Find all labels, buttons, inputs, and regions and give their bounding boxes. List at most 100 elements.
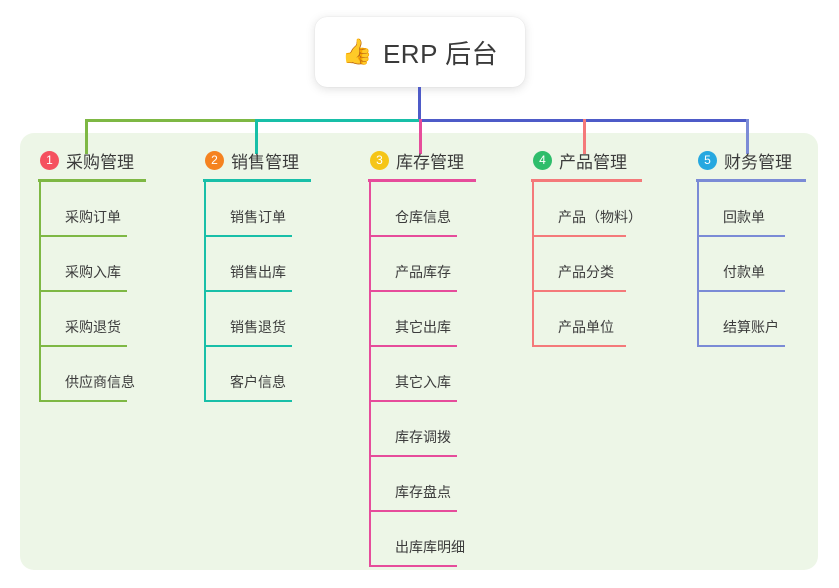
leaf-node[interactable]: 产品（物料） xyxy=(531,182,642,237)
leaf-node[interactable]: 采购入库 xyxy=(38,237,146,292)
column-title-1: 采购管理 xyxy=(66,152,134,172)
leaf-label: 付款单 xyxy=(723,264,765,280)
column-title-5: 财务管理 xyxy=(724,152,792,172)
leaf-label: 其它出库 xyxy=(395,319,451,335)
column-header-4[interactable]: 4 产品管理 xyxy=(531,148,642,172)
leaf-node[interactable]: 产品单位 xyxy=(531,292,642,347)
leaf-node[interactable]: 回款单 xyxy=(696,182,806,237)
column-spine-3 xyxy=(369,182,371,567)
leaf-rule xyxy=(369,565,457,567)
column-header-rule-4 xyxy=(531,179,642,182)
leaf-node[interactable]: 采购退货 xyxy=(38,292,146,347)
leaf-node[interactable]: 产品库存 xyxy=(368,237,476,292)
leaf-label: 产品库存 xyxy=(395,264,451,280)
leaf-node[interactable]: 销售退货 xyxy=(203,292,311,347)
column-body-4: 产品（物料） 产品分类产品单位 xyxy=(531,182,642,347)
column-body-2: 销售订单销售出库销售退货客户信息 xyxy=(203,182,311,402)
drop-connector-2 xyxy=(255,119,258,154)
leaf-rule xyxy=(369,345,457,347)
column-header-5[interactable]: 5 财务管理 xyxy=(696,148,806,172)
leaf-rule xyxy=(204,345,292,347)
column-spine-2 xyxy=(204,182,206,402)
thumbs-up-icon: 👍 xyxy=(341,37,373,66)
leaf-label: 其它入库 xyxy=(395,374,451,390)
leaf-rule xyxy=(204,290,292,292)
leaf-node[interactable]: 库存调拨 xyxy=(368,402,476,457)
root-stem-connector xyxy=(418,87,421,120)
leaf-rule xyxy=(369,455,457,457)
leaf-label: 结算账户 xyxy=(723,319,779,335)
column-body-3: 仓库信息产品库存其它出库其它入库库存调拨库存盘点出库库明细 xyxy=(368,182,476,567)
leaf-rule xyxy=(697,235,785,237)
leaf-label: 供应商信息 xyxy=(65,374,135,390)
leaf-node[interactable]: 销售出库 xyxy=(203,237,311,292)
leaf-rule xyxy=(697,290,785,292)
column-header-rule-2 xyxy=(203,179,311,182)
column-body-1: 采购订单采购入库采购退货供应商信息 xyxy=(38,182,146,402)
leaf-rule xyxy=(39,400,127,402)
leaf-rule xyxy=(204,400,292,402)
leaf-node[interactable]: 付款单 xyxy=(696,237,806,292)
leaf-rule xyxy=(532,345,626,347)
leaf-rule xyxy=(369,400,457,402)
column-spine-4 xyxy=(532,182,534,347)
leaf-node[interactable]: 销售订单 xyxy=(203,182,311,237)
leaf-label: 采购订单 xyxy=(65,209,121,225)
column-title-4: 产品管理 xyxy=(559,152,627,172)
column-title-3: 库存管理 xyxy=(396,152,464,172)
leaf-label: 库存盘点 xyxy=(395,484,451,500)
leaf-label: 出库库明细 xyxy=(395,539,465,555)
column-spine-1 xyxy=(39,182,41,402)
leaf-node[interactable]: 客户信息 xyxy=(203,347,311,402)
leaf-node[interactable]: 库存盘点 xyxy=(368,457,476,512)
leaf-node[interactable]: 其它出库 xyxy=(368,292,476,347)
column-4: 4 产品管理产品（物料） 产品分类产品单位 xyxy=(531,148,642,347)
column-header-3[interactable]: 3 库存管理 xyxy=(368,148,476,172)
leaf-rule xyxy=(532,290,626,292)
column-header-rule-5 xyxy=(696,179,806,182)
leaf-label: 产品分类 xyxy=(558,264,614,280)
leaf-node[interactable]: 结算账户 xyxy=(696,292,806,347)
column-badge-4: 4 xyxy=(533,150,552,170)
leaf-label: 仓库信息 xyxy=(395,209,451,225)
leaf-rule xyxy=(204,235,292,237)
leaf-rule xyxy=(697,345,785,347)
leaf-node[interactable]: 采购订单 xyxy=(38,182,146,237)
leaf-label: 回款单 xyxy=(723,209,765,225)
diagram-panel xyxy=(20,133,818,570)
bus-teal xyxy=(255,119,419,122)
column-5: 5 财务管理回款单付款单结算账户 xyxy=(696,148,806,347)
column-header-rule-1 xyxy=(38,179,146,182)
leaf-rule xyxy=(369,235,457,237)
column-spine-5 xyxy=(697,182,699,347)
drop-connector-4 xyxy=(583,119,586,154)
bus-blue xyxy=(419,119,746,122)
leaf-node[interactable]: 仓库信息 xyxy=(368,182,476,237)
leaf-label: 采购入库 xyxy=(65,264,121,280)
leaf-label: 客户信息 xyxy=(230,374,286,390)
leaf-rule xyxy=(369,290,457,292)
leaf-rule xyxy=(39,290,127,292)
drop-connector-1 xyxy=(85,119,88,154)
leaf-rule xyxy=(39,345,127,347)
leaf-label: 产品单位 xyxy=(558,319,614,335)
leaf-node[interactable]: 其它入库 xyxy=(368,347,476,402)
root-node-card[interactable]: 👍 ERP 后台 xyxy=(315,17,525,87)
column-badge-3: 3 xyxy=(370,150,389,170)
column-badge-5: 5 xyxy=(698,150,717,170)
bus-green xyxy=(85,119,255,122)
leaf-label: 销售退货 xyxy=(230,319,286,335)
drop-connector-5 xyxy=(746,119,749,154)
column-title-2: 销售管理 xyxy=(231,152,299,172)
column-3: 3 库存管理仓库信息产品库存其它出库其它入库库存调拨库存盘点出库库明细 xyxy=(368,148,476,567)
leaf-node[interactable]: 出库库明细 xyxy=(368,512,476,567)
leaf-node[interactable]: 产品分类 xyxy=(531,237,642,292)
leaf-node[interactable]: 供应商信息 xyxy=(38,347,146,402)
leaf-rule xyxy=(369,510,457,512)
leaf-label: 产品（物料） xyxy=(558,209,642,225)
column-body-5: 回款单付款单结算账户 xyxy=(696,182,806,347)
